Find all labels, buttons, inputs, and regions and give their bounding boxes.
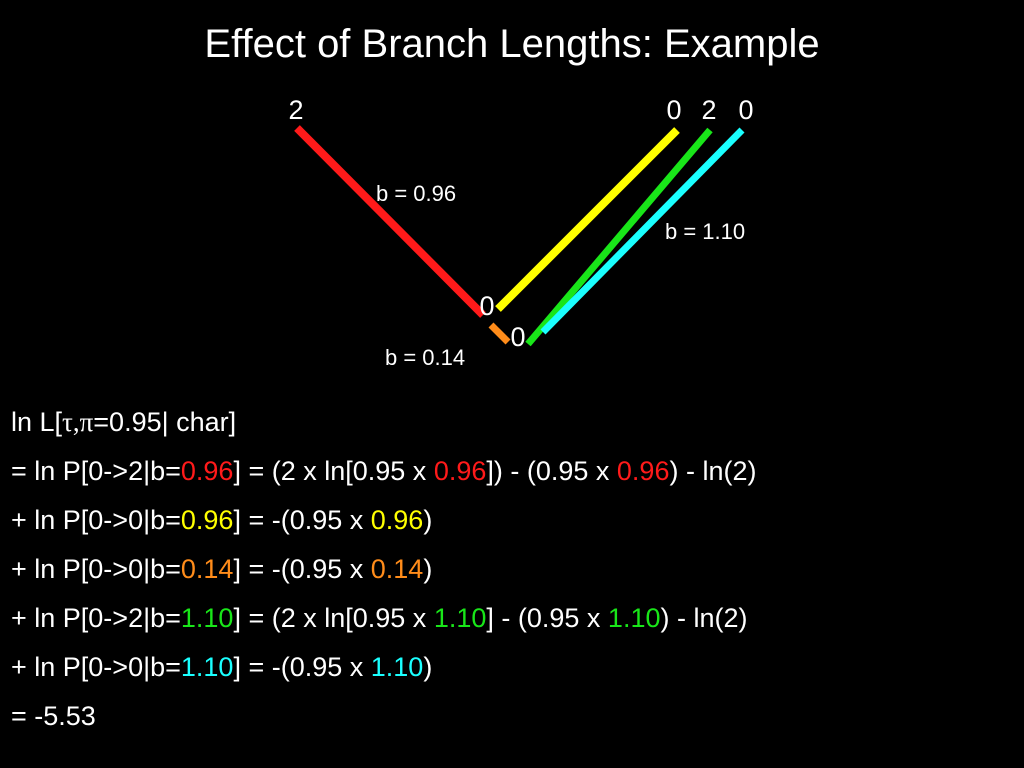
equation-text: ) — [423, 652, 433, 682]
equation-text: + ln P[0->0|b= — [11, 652, 181, 682]
equation-line: ln L[τ,π=0.95| char] — [11, 398, 756, 447]
tip-label-1: 2 — [288, 95, 303, 125]
branch-length-label-3: b = 0.14 — [385, 345, 465, 370]
equation-text: ] = -(0.95 x — [233, 505, 371, 535]
tip-label-3: 2 — [701, 95, 716, 125]
branch-length-value: 1.10 — [180, 603, 234, 633]
slide-title: Effect of Branch Lengths: Example — [204, 22, 820, 66]
equation-text: τ,π — [62, 407, 94, 437]
equation-line: + ln P[0->2|b=1.10] = (2 x ln[0.95 x 1.1… — [11, 594, 756, 643]
branch-orange — [488, 322, 511, 345]
equation-text: = -5.53 — [11, 701, 96, 731]
branch-length-value: 1.10 — [370, 652, 424, 682]
branch-green — [525, 127, 713, 347]
equation-text: ] - (0.95 x — [486, 603, 608, 633]
branch-length-value: 0.96 — [433, 456, 487, 486]
equation-line: = -5.53 — [11, 692, 756, 741]
equation-text: ] = (2 x ln[0.95 x — [233, 456, 434, 486]
branch-length-label-1: b = 0.96 — [376, 181, 456, 206]
equation-text: + ln P[0->0|b= — [11, 554, 181, 584]
tip-label-2: 0 — [666, 95, 681, 125]
equation-line: + ln P[0->0|b=0.14] = -(0.95 x 0.14) — [11, 545, 756, 594]
equation-text: ln L[ — [11, 407, 63, 437]
branch-length-value: 0.96 — [616, 456, 670, 486]
equation-line: + ln P[0->0|b=0.96] = -(0.95 x 0.96) — [11, 496, 756, 545]
equation-text: ) — [423, 554, 433, 584]
likelihood-equations: ln L[τ,π=0.95| char]= ln P[0->2|b=0.96] … — [11, 398, 756, 741]
branch-length-value: 0.96 — [180, 456, 234, 486]
equation-text: =0.95| char] — [93, 407, 237, 437]
branch-cyan — [540, 127, 745, 335]
equation-text: + ln P[0->2|b= — [11, 603, 181, 633]
tip-label-4: 0 — [738, 95, 753, 125]
branch-length-value: 1.10 — [607, 603, 661, 633]
branch-length-value: 0.96 — [180, 505, 234, 535]
equation-text: ] = (2 x ln[0.95 x — [233, 603, 434, 633]
branch-length-value: 0.14 — [180, 554, 234, 584]
branch-length-value: 0.96 — [370, 505, 424, 535]
branch-yellow — [495, 127, 680, 312]
equation-line: = ln P[0->2|b=0.96] = (2 x ln[0.95 x 0.9… — [11, 447, 756, 496]
equation-text: ]) - (0.95 x — [486, 456, 617, 486]
phylogenetic-tree: 2 0 2 0 0 0 b = 0.96 b = 1.10 b = 0.14 — [288, 95, 753, 370]
branch-length-value: 0.14 — [370, 554, 424, 584]
internal-node-label-2: 0 — [510, 322, 525, 352]
equation-text: ] = -(0.95 x — [233, 554, 371, 584]
branch-length-value: 1.10 — [433, 603, 487, 633]
equation-text: = ln P[0->2|b= — [11, 456, 181, 486]
internal-node-label-1: 0 — [479, 291, 494, 321]
equation-text: + ln P[0->0|b= — [11, 505, 181, 535]
equation-text: ] = -(0.95 x — [233, 652, 371, 682]
equation-text: ) - ln(2) — [669, 456, 757, 486]
equation-line: + ln P[0->0|b=1.10] = -(0.95 x 1.10) — [11, 643, 756, 692]
branch-length-value: 1.10 — [180, 652, 234, 682]
equation-text: ) — [423, 505, 433, 535]
branch-red — [294, 125, 486, 318]
equation-text: ) - ln(2) — [660, 603, 748, 633]
branch-length-label-2: b = 1.10 — [665, 219, 745, 244]
branches — [294, 125, 745, 347]
